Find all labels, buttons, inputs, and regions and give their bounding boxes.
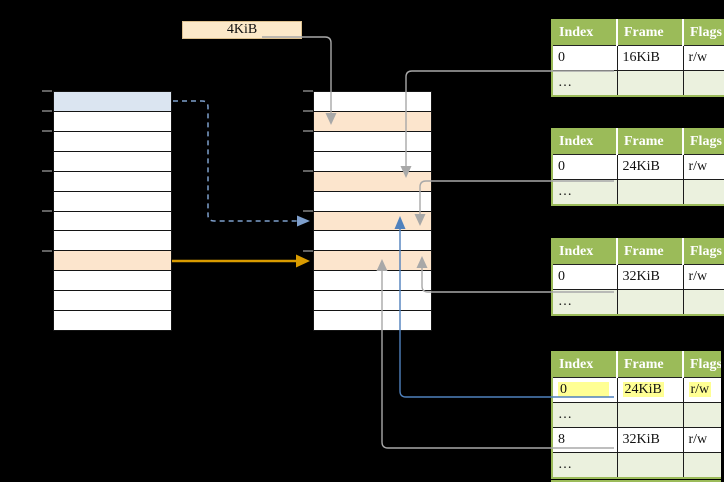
memory-row <box>54 291 171 312</box>
highlighted-value: 24KiB <box>622 382 664 397</box>
table-cell: r/w <box>682 377 721 403</box>
memory-row <box>314 111 431 132</box>
table-row: … <box>551 179 724 206</box>
table-cell: 16KiB <box>616 45 684 71</box>
table-cell: … <box>551 402 618 428</box>
column-header: Flags <box>683 239 724 265</box>
table-cell <box>616 402 684 428</box>
table-row: … <box>551 289 724 316</box>
table-cell: 0 <box>551 377 618 403</box>
table-cell: 24KiB <box>616 154 684 180</box>
memory-row <box>54 311 171 331</box>
highlighted-value: r/w <box>688 382 712 397</box>
memory-row <box>54 271 171 292</box>
table-cell: 8 <box>551 427 618 453</box>
memory-row <box>314 311 431 331</box>
table-cell <box>616 70 684 97</box>
table-cell <box>682 179 724 206</box>
table-cell <box>682 402 721 428</box>
memory-row <box>54 111 171 132</box>
highlighted-value: 0 <box>558 382 609 397</box>
table-cell: 32KiB <box>616 264 684 290</box>
table-cell: 24KiB <box>616 377 684 403</box>
column-header: Index <box>552 129 618 155</box>
table-cell <box>616 289 684 316</box>
memory-row <box>314 291 431 312</box>
table-cell: 32KiB <box>616 427 684 453</box>
memory-row <box>314 251 431 272</box>
table-row: … <box>551 402 721 428</box>
table-row: 0 24KiB r/w <box>551 377 721 403</box>
column-header: Frame <box>617 352 684 378</box>
table-row: … <box>551 452 721 479</box>
column-header: Index <box>552 20 618 46</box>
memory-row <box>54 251 171 272</box>
table-cell: … <box>551 70 618 97</box>
table-cell <box>682 452 721 479</box>
table-cell: r/w <box>682 154 724 180</box>
memory-row <box>54 92 171 112</box>
memory-row <box>314 171 431 192</box>
table-cell: r/w <box>682 45 724 71</box>
table-row: … <box>551 70 724 97</box>
table-cell <box>616 179 684 206</box>
memory-row <box>54 211 171 232</box>
column-header: Index <box>552 352 618 378</box>
column-header: Flags <box>683 20 724 46</box>
table-cell: … <box>551 179 618 206</box>
memory-row <box>54 231 171 252</box>
table-cell <box>682 289 724 316</box>
memory-row <box>314 151 431 172</box>
memory-row <box>314 271 431 292</box>
middle-memory-column <box>313 91 432 331</box>
page-size-label: 4KiB <box>182 21 302 39</box>
column-header: Frame <box>617 129 684 155</box>
column-header: Frame <box>617 20 684 46</box>
left-memory-column <box>53 91 172 331</box>
gold-mapping-arrow <box>172 254 310 268</box>
memory-row <box>314 131 431 152</box>
table-cell: … <box>551 289 618 316</box>
column-header: Index <box>552 239 618 265</box>
column-header: Flags <box>683 352 721 378</box>
table-cell: r/w <box>682 264 724 290</box>
tick-marks-left <box>42 90 52 252</box>
memory-row <box>314 191 431 212</box>
column-header: Flags <box>683 129 724 155</box>
memory-row <box>314 211 431 232</box>
memory-row <box>54 171 171 192</box>
table-cell: 0 <box>551 45 618 71</box>
memory-row <box>54 151 171 172</box>
column-header: Frame <box>617 239 684 265</box>
table-cell <box>682 70 724 97</box>
memory-row <box>54 191 171 212</box>
table-cell <box>616 452 684 479</box>
table-cell: 0 <box>551 264 618 290</box>
tick-marks-middle <box>303 90 313 252</box>
memory-row <box>54 131 171 152</box>
dashed-translation-arrow <box>173 100 310 227</box>
table-cell: 0 <box>551 154 618 180</box>
table-cell: r/w <box>682 427 721 453</box>
memory-row <box>314 231 431 252</box>
table-cell: … <box>551 452 618 479</box>
memory-row <box>314 92 431 112</box>
